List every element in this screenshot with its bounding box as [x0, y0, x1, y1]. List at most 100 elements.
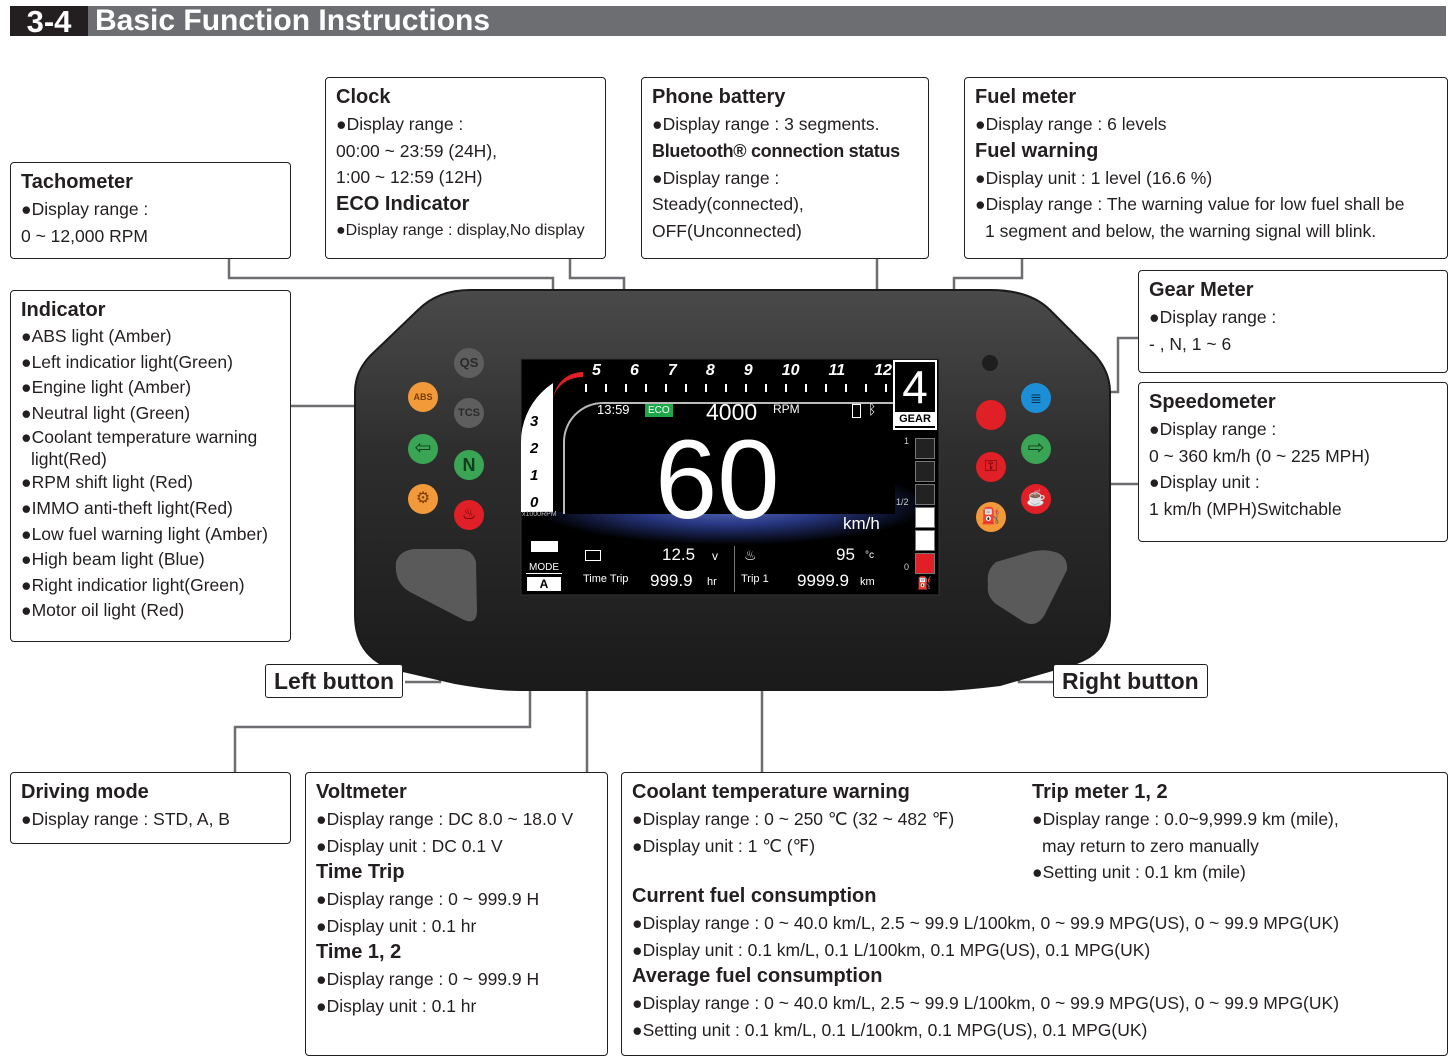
indicator-line: ●Neutral light (Green)	[21, 402, 191, 423]
bluetooth-line: Steady(connected),	[652, 194, 804, 214]
tcs-label: TCS	[458, 407, 480, 419]
speedometer-box: Speedometer ●Display range : 0 ~ 360 km/…	[1138, 382, 1448, 542]
time12-title: Time 1, 2	[316, 941, 402, 963]
left-button-shape	[395, 549, 477, 622]
tachometer-title: Tachometer	[21, 171, 133, 193]
trip-value: 9999.9	[797, 571, 849, 590]
time12-line: ●Display unit : 0.1 hr	[316, 995, 477, 1016]
time12-line: ●Display range : 0 ~ 999.9 H	[316, 969, 540, 989]
fuel-warning-line: ●Display unit : 1 level (16.6 %)	[975, 167, 1213, 188]
gear-line: - , N, 1 ~ 6	[1149, 333, 1232, 354]
indicator-line: ●Motor oil light (Red)	[21, 600, 185, 621]
low-fuel-icon: ⛽	[976, 502, 1006, 532]
motor-oil-icon: ☕	[1021, 484, 1051, 514]
indicator-line: ●High beam light (Blue)	[21, 549, 205, 570]
speedometer-line: ●Display range :	[1149, 419, 1277, 439]
average-fuel-line: ●Setting unit : 0.1 km/L, 0.1 L/100km, 0…	[632, 1019, 1148, 1040]
fuel-segment	[915, 461, 935, 482]
fuel-segment	[915, 438, 935, 459]
fuel-gauge	[915, 438, 935, 574]
voltmeter-line: ●Display unit : DC 0.1 V	[316, 835, 503, 856]
speedometer-line: 0 ~ 360 km/h (0 ~ 225 MPH)	[1149, 445, 1370, 466]
clock-box: Clock ●Display range : 00:00 ~ 23:59 (24…	[325, 77, 606, 259]
indicator-line: ●Left indicatior light(Green)	[21, 351, 233, 372]
tachometer-box: Tachometer ●Display range : 0 ~ 12,000 R…	[10, 162, 291, 259]
indicator-line: light(Red)	[31, 449, 107, 470]
bluetooth-icon: ᛒ	[868, 401, 877, 417]
phone-line: ●Display range : 3 segments.	[652, 114, 880, 134]
eco-line: ●Display range : display,No display	[336, 221, 585, 239]
trip-title: Trip meter 1, 2	[1032, 781, 1168, 803]
tick-label: 6	[629, 362, 639, 379]
tachometer-line: 0 ~ 12,000 RPM	[21, 225, 148, 246]
coolant-line: ●Display unit : 1 ℃ (℉)	[632, 835, 816, 856]
immo-light-icon: ⚿	[976, 452, 1006, 482]
trip-label: Trip 1	[741, 573, 769, 585]
phone-battery-box: Phone battery ●Display range : 3 segment…	[641, 77, 929, 259]
tick-label: 12	[874, 362, 892, 379]
speedometer-title: Speedometer	[1149, 391, 1276, 413]
bluetooth-title: Bluetooth® connection status	[652, 140, 900, 161]
speedometer-line: 1 km/h (MPH)Switchable	[1149, 498, 1342, 519]
voltage-unit: v	[712, 549, 718, 563]
bluetooth-line: ●Display range :	[652, 167, 780, 188]
voltmeter-line: ●Display range : DC 8.0 ~ 18.0 V	[316, 809, 574, 829]
gear-box: 4 GEAR	[893, 360, 937, 430]
clock-line: 1:00 ~ 12:59 (12H)	[336, 167, 483, 187]
coolant-trip-fuel-box: Coolant temperature warning ●Display ran…	[621, 772, 1448, 1056]
fuel-full-label: 1	[904, 436, 910, 446]
qs-label: QS	[459, 355, 479, 370]
voltmeter-title: Voltmeter	[316, 781, 407, 803]
temp-unit: °c	[865, 550, 874, 561]
fuel-line: ●Display range : 6 levels	[975, 114, 1167, 134]
battery-icon	[585, 550, 601, 561]
qs-lamp: QS	[454, 348, 484, 378]
temp-value: 95	[836, 545, 855, 564]
left-indicator-icon: ⇦	[408, 434, 438, 464]
time-trip-line: ●Display unit : 0.1 hr	[316, 915, 477, 936]
neutral-label: N	[462, 455, 476, 475]
clock-line: 00:00 ~ 23:59 (24H),	[336, 140, 498, 161]
current-fuel-line: ●Display range : 0 ~ 40.0 km/L, 2.5 ~ 99…	[632, 913, 1340, 933]
right-button-label: Right button	[1053, 664, 1208, 698]
sensor-dot	[982, 355, 998, 371]
right-indicator-icon: ⇨	[1021, 434, 1051, 464]
gear-line: ●Display range :	[1149, 307, 1277, 327]
tick-label: 2	[530, 440, 539, 457]
time-trip-title: Time Trip	[316, 861, 405, 883]
driving-mode-title: Driving mode	[21, 781, 149, 803]
fuel-meter-box: Fuel meter ●Display range : 6 levels Fue…	[964, 77, 1448, 259]
tach-arc-inner	[563, 402, 895, 514]
coolant-title: Coolant temperature warning	[632, 781, 910, 803]
clock-display: 13:59	[597, 402, 630, 417]
driving-mode-line: ●Display range : STD, A, B	[21, 809, 230, 829]
indicator-box: Indicator ●ABS light (Amber) ●Left indic…	[10, 290, 291, 642]
bluetooth-line: OFF(Unconnected)	[652, 220, 802, 241]
tick-label: 5	[592, 362, 601, 379]
fuel-pump-icon: ⛽	[917, 576, 932, 590]
phone-title: Phone battery	[652, 86, 786, 108]
fuel-title: Fuel meter	[975, 86, 1077, 108]
trip-unit: km	[860, 576, 875, 588]
indicator-line: ●RPM shift light (Red)	[21, 472, 194, 493]
time-trip-value: 999.9	[650, 571, 693, 590]
indicator-line: ●Engine light (Amber)	[21, 377, 192, 398]
tcs-lamp: TCS	[454, 398, 484, 428]
tick-label: 11	[828, 362, 846, 379]
tach-top-ticks: 5 6 7 8 9 10 11 12	[592, 362, 892, 382]
indicator-title: Indicator	[21, 299, 106, 321]
mode-value: A	[527, 577, 561, 591]
rpm-shift-light-icon	[976, 400, 1006, 430]
engine-light-icon: ⚙	[408, 484, 438, 514]
mode-bar	[531, 541, 558, 552]
current-fuel-line: ●Display unit : 0.1 km/L, 0.1 L/100km, 0…	[632, 939, 1151, 960]
average-fuel-line: ●Display range : 0 ~ 40.0 km/L, 2.5 ~ 99…	[632, 993, 1340, 1013]
current-fuel-title: Current fuel consumption	[632, 885, 877, 907]
temp-icon: ♨	[744, 547, 757, 563]
fuel-segment	[915, 484, 935, 505]
section-title: Basic Function Instructions	[95, 4, 491, 37]
indicator-line: ●Low fuel warning light (Amber)	[21, 523, 268, 544]
trip-line: ●Setting unit : 0.1 km (mile)	[1032, 862, 1246, 882]
rpm-value: 4000	[706, 399, 758, 425]
